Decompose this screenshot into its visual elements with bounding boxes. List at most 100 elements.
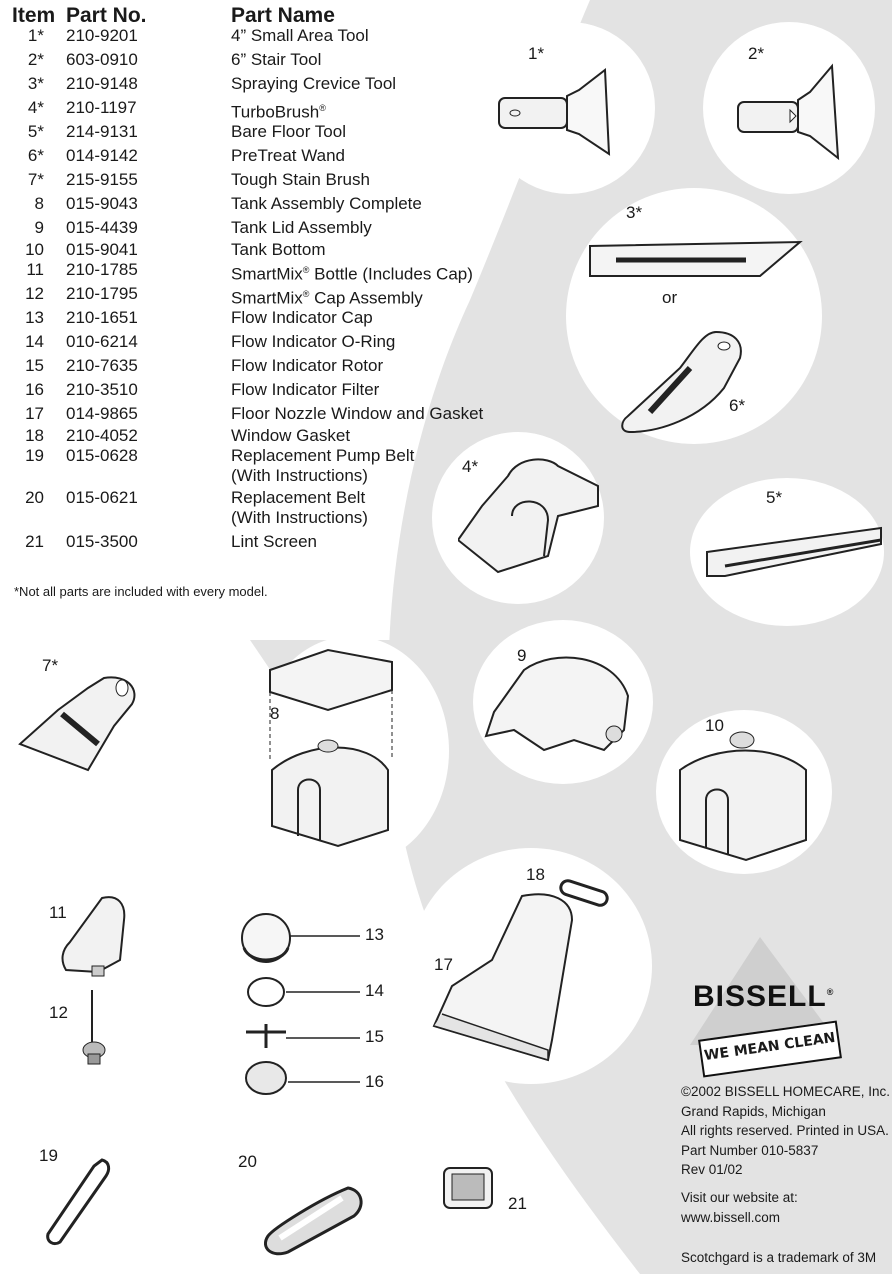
cell-part-name: SmartMix® Cap Assembly <box>231 284 423 309</box>
cell-item: 12 <box>25 284 44 303</box>
label-part-16: 16 <box>365 1072 384 1091</box>
stair-tool-icon <box>737 63 840 161</box>
cell-part-no: 015-3500 <box>66 532 138 551</box>
cell-part-no: 210-3510 <box>66 380 138 399</box>
part-name-text: Replacement Pump Belt <box>231 446 415 465</box>
header-item: Item <box>12 4 56 27</box>
cell-part-name: Replacement Belt(With Instructions) <box>231 488 368 528</box>
tough-stain-brush-icon <box>18 676 136 772</box>
label-part-17: 17 <box>434 955 453 974</box>
cell-item: 15 <box>25 356 44 375</box>
label-part-7: 7* <box>42 656 59 675</box>
label-part-20: 20 <box>238 1152 257 1171</box>
label-part-9: 9 <box>517 646 527 665</box>
part-name-rest: Cap Assembly <box>309 288 423 308</box>
label-part-1: 1* <box>528 44 545 63</box>
bissell-logo-triangle-icon <box>690 937 840 1045</box>
part-name-text: Tank Assembly Complete <box>231 194 422 213</box>
part-name-line-2: (With Instructions) <box>231 508 368 527</box>
cell-part-no: 210-4052 <box>66 426 138 445</box>
cell-part-name: Tank Lid Assembly <box>231 218 372 238</box>
tank-assembly-icon <box>269 648 393 848</box>
cell-part-no: 210-9148 <box>66 74 138 93</box>
label-part-3: 3* <box>626 203 643 222</box>
table-row: 17 014-9865 Floor Nozzle Window and Gasket <box>12 404 484 424</box>
cell-part-no: 214-9131 <box>66 122 138 141</box>
website-url[interactable]: www.bissell.com <box>681 1209 781 1225</box>
part-name-text: Floor Nozzle Window and Gasket <box>231 404 484 423</box>
part-name-text: Tank Lid Assembly <box>231 218 372 237</box>
registered-mark: ® <box>302 289 310 299</box>
cell-part-name: Flow Indicator Filter <box>231 380 379 400</box>
cell-item: 19 <box>25 446 44 465</box>
cell-item: 4* <box>27 98 44 117</box>
table-row: 1* 210-9201 4” Small Area Tool <box>12 26 482 46</box>
bare-floor-tool-icon <box>706 526 882 577</box>
pump-belt-icon <box>46 1158 111 1246</box>
flow-indicator-parts-icon <box>241 913 360 1095</box>
cell-part-no: 210-1651 <box>66 308 138 327</box>
cell-part-no: 010-6214 <box>66 332 138 351</box>
part-name-text: TurboBrush <box>231 102 320 122</box>
availability-note: *Not all parts are included with every m… <box>14 584 268 599</box>
header-part-no: Part No. <box>66 4 147 27</box>
replacement-belt-icon <box>264 1186 363 1256</box>
label-part-11: 11 <box>49 903 67 922</box>
cell-part-no: 015-9041 <box>66 240 138 259</box>
part-name-text: Tank Bottom <box>231 240 326 259</box>
cell-part-name: Bare Floor Tool <box>231 122 346 142</box>
cell-part-no: 015-0621 <box>66 488 138 507</box>
cell-item: 9 <box>34 218 44 237</box>
crevice-tool-icon <box>589 240 803 277</box>
cell-part-name: Spraying Crevice Tool <box>231 74 396 94</box>
label-part-13: 13 <box>365 925 384 944</box>
cell-item: 10 <box>25 240 44 259</box>
cell-part-name: PreTreat Wand <box>231 146 345 166</box>
lint-screen-icon <box>443 1167 493 1209</box>
label-part-18: 18 <box>526 865 545 884</box>
cell-part-name: Flow Indicator Cap <box>231 308 373 328</box>
logo-wordmark: BISSELL <box>693 980 827 1013</box>
cell-item: 1* <box>27 26 44 45</box>
copyright-block: ©2002 BISSELL HOMECARE, Inc. Grand Rapid… <box>681 1082 891 1180</box>
cell-item: 17 <box>25 404 44 423</box>
copyright-line-4: Part Number 010-5837 <box>681 1142 819 1158</box>
window-gasket-icon <box>559 879 609 907</box>
cell-item: 16 <box>25 380 44 399</box>
cell-part-name: Lint Screen <box>231 532 317 552</box>
cell-part-no: 210-1785 <box>66 260 138 279</box>
cell-part-name: Replacement Pump Belt(With Instructions) <box>231 446 414 486</box>
part-name-text: Replacement Belt <box>231 488 366 507</box>
cell-part-name: 6” Stair Tool <box>231 50 321 70</box>
cell-part-no: 210-9201 <box>66 26 138 45</box>
website-line-1: Visit our website at: <box>681 1190 798 1205</box>
part-name-text: Bare Floor Tool <box>231 122 346 141</box>
registered-mark: ® <box>302 265 310 275</box>
cell-item: 13 <box>25 308 44 327</box>
part-name-text: SmartMix <box>231 288 303 308</box>
label-part-14: 14 <box>365 981 384 1000</box>
part-name-text: Flow Indicator Cap <box>231 308 373 327</box>
label-part-6: 6* <box>729 396 746 415</box>
cell-part-name: Flow Indicator O-Ring <box>231 332 395 352</box>
cell-part-no: 014-9865 <box>66 404 138 423</box>
cell-part-no: 603-0910 <box>66 50 138 69</box>
part-name-text: Flow Indicator Filter <box>231 380 380 399</box>
cell-item: 14 <box>25 332 44 351</box>
part-name-text: Lint Screen <box>231 532 317 551</box>
trademark-note: Scotchgard is a trademark of 3M <box>681 1250 877 1265</box>
part-name-text: Flow Indicator O-Ring <box>231 332 396 351</box>
cell-part-name: 4” Small Area Tool <box>231 26 369 46</box>
label-part-5: 5* <box>766 488 783 507</box>
cell-part-name: Window Gasket <box>231 426 350 446</box>
label-part-2: 2* <box>748 44 765 63</box>
